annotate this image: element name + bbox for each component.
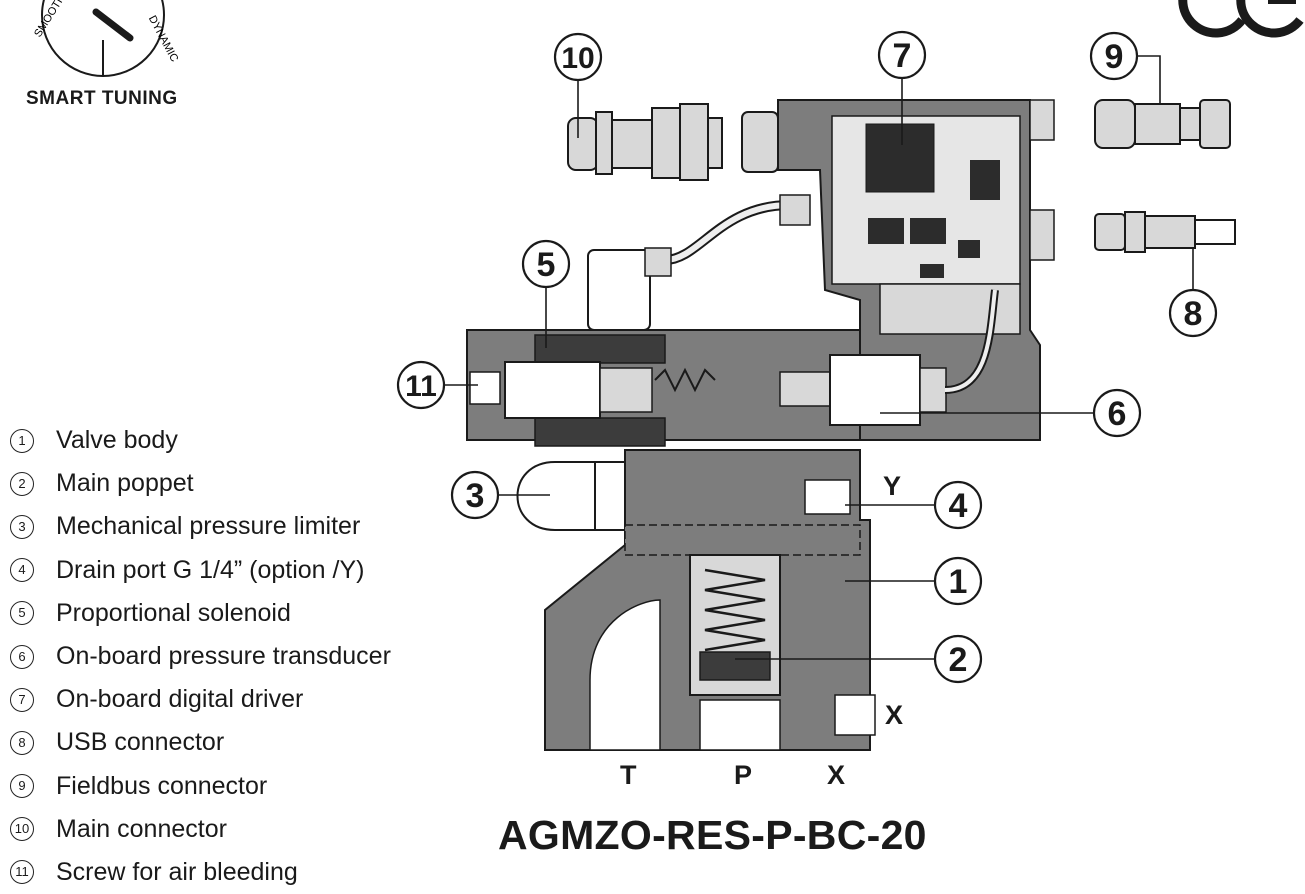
port-p-label: P [734, 760, 753, 790]
legend-number: 4 [10, 558, 34, 583]
port-x-side-label: X [885, 700, 904, 730]
callout-number-2: 2 [949, 641, 968, 679]
legend-item: 1 Valve body [10, 419, 391, 462]
ce-mark-icon [1178, 0, 1304, 38]
driver-chip [865, 123, 935, 193]
legend-item: 10 Main connector [10, 808, 391, 851]
pilot-stage [466, 289, 999, 447]
main-connector-drawing [567, 103, 779, 181]
legend-label: Drain port G 1/4” (option /Y) [56, 555, 365, 584]
port-t-label: T [620, 760, 637, 790]
callout-number-4: 4 [949, 487, 968, 525]
legend-number: 1 [10, 428, 34, 453]
callout-number-9: 9 [1105, 38, 1124, 76]
legend-label: Proportional solenoid [56, 598, 291, 627]
poppet-spring [704, 568, 766, 652]
callout-number-11: 11 [405, 370, 437, 403]
callout-circle-8 [1168, 288, 1218, 338]
legend-label: USB connector [56, 728, 225, 757]
legend-item: 6 On-board pressure transducer [10, 635, 391, 678]
solenoid-coil-bottom [534, 417, 666, 447]
legend-label: Mechanical pressure limiter [56, 512, 361, 541]
callout-number-6: 6 [1108, 395, 1127, 433]
smart-tuning-label: SMART TUNING [26, 88, 178, 109]
callout-number-10: 10 [561, 42, 594, 75]
legend-label: On-board pressure transducer [56, 642, 391, 671]
legend-number: 6 [10, 644, 34, 669]
port-y-label: Y [883, 471, 902, 501]
smart-tuning-dial: SMOOTH DYNAMIC [32, 0, 180, 77]
legend-item: 11 Screw for air bleeding [10, 851, 391, 894]
legend-item: 8 USB connector [10, 721, 391, 764]
callout-circle-9 [1089, 31, 1139, 81]
driver-housing [777, 99, 1055, 441]
callout-number-8: 8 [1184, 295, 1203, 333]
legend-number: 5 [10, 601, 34, 626]
legend-label: Main connector [56, 814, 227, 843]
legend-number: 2 [10, 471, 34, 496]
callout-number-3: 3 [466, 477, 485, 515]
legend-item: 7 On-board digital driver [10, 678, 391, 721]
legend-number: 3 [10, 514, 34, 539]
pressure-transducer [829, 354, 921, 426]
legend-item: 3 Mechanical pressure limiter [10, 505, 391, 548]
legend-label: Screw for air bleeding [56, 857, 298, 886]
legend-label: Valve body [56, 426, 178, 455]
solenoid-coil-top [534, 334, 666, 364]
callout-circle-7 [877, 30, 927, 80]
leader-lines [444, 55, 1194, 660]
legend-label: On-board digital driver [56, 685, 304, 714]
valve-body-drawing [544, 449, 876, 751]
dial-pointer [92, 8, 134, 42]
legend-item: 2 Main poppet [10, 462, 391, 505]
callout-number-1: 1 [949, 563, 968, 601]
callout-number-5: 5 [537, 246, 556, 284]
callout-circle-2 [933, 634, 983, 684]
model-code-title: AGMZO-RES-P-BC-20 [498, 812, 927, 858]
callout-circle-3 [450, 470, 500, 520]
callout-number-7: 7 [893, 37, 912, 75]
main-poppet [699, 651, 771, 681]
legend-number: 11 [10, 860, 34, 885]
callout-circle-5 [521, 239, 571, 289]
legend-label: Main poppet [56, 469, 194, 498]
callout-circle-10 [553, 32, 603, 82]
legend-item: 9 Fieldbus connector [10, 765, 391, 808]
callout-circle-6 [1092, 388, 1142, 438]
legend-number: 10 [10, 817, 34, 842]
port-x-bottom-label: X [827, 760, 846, 790]
legend-number: 9 [10, 774, 34, 799]
air-bleed-screw [469, 371, 501, 405]
legend-label: Fieldbus connector [56, 771, 268, 800]
callout-circle-11 [396, 360, 446, 410]
legend-number: 7 [10, 687, 34, 712]
legend-item: 4 Drain port G 1/4” (option /Y) [10, 549, 391, 592]
callout-circle-1 [933, 556, 983, 606]
component-legend: 1 Valve body 2 Main poppet 3 Mechanical pre… [10, 419, 391, 894]
legend-number: 8 [10, 730, 34, 755]
callout-circle-4 [933, 480, 983, 530]
legend-item: 5 Proportional solenoid [10, 592, 391, 635]
